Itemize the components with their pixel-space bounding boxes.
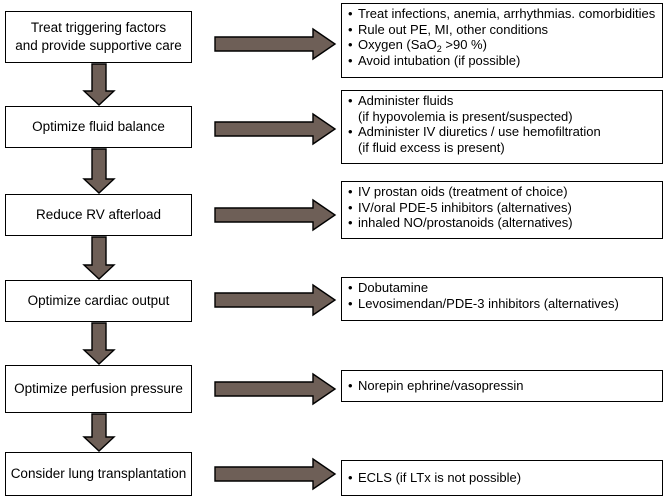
detail-box-6: ECLS (if LTx is not possible) [341,460,663,496]
subscript-text: 2 [436,44,442,54]
step-label-2: Optimize fluid balance [32,119,165,134]
step-box-4: Optimize cardiac output [5,280,192,322]
arrow-right-icon [214,457,337,491]
step-box-1: Treat triggering factors and provide sup… [5,11,192,63]
arrow-right-icon [214,27,337,61]
detail-item-5-1: Norepin ephrine/vasopressin [348,378,656,394]
detail-box-4: Dobutamine Levosimendan/PDE-3 inhibitors… [341,277,663,321]
detail-item-2-2: Administer IV diuretics / use hemofiltra… [348,124,656,155]
detail-item-1-3: Oxygen (SaO2 >90 %) [348,37,656,54]
detail-item-1-2: Rule out PE, MI, other conditions [348,22,656,38]
detail-item-4-2: Levosimendan/PDE-3 inhibitors (alternati… [348,296,656,312]
arrow-down-icon [82,322,116,365]
detail-item-3-1: IV prostan oids (treatment of choice) [348,184,656,200]
detail-item-1-4: Avoid intubation (if possible) [348,53,656,69]
arrow-right-icon [214,283,337,317]
step-box-2: Optimize fluid balance [5,106,192,148]
detail-item-2-1: Administer fluids (if hypovolemia is pre… [348,93,656,124]
step-box-3: Reduce RV afterload [5,194,192,236]
detail-box-1: Treat infections, anemia, arrhythmias. c… [341,3,663,78]
detail-item-3-3: inhaled NO/prostanoids (alternatives) [348,215,656,231]
arrow-down-icon [82,63,116,106]
arrow-right-icon [214,112,337,146]
arrow-down-icon [82,148,116,194]
detail-item-4-1: Dobutamine [348,280,656,296]
detail-item-3-2: IV/oral PDE-5 inhibitors (alternatives) [348,200,656,216]
arrow-down-icon [82,236,116,280]
arrow-right-icon [214,372,337,406]
detail-box-3: IV prostan oids (treatment of choice) IV… [341,181,663,239]
detail-box-2: Administer fluids (if hypovolemia is pre… [341,90,663,164]
step-label-1: Treat triggering factors and provide sup… [15,20,182,53]
detail-item-6-1: ECLS (if LTx is not possible) [348,470,656,486]
step-box-5: Optimize perfusion pressure [5,365,192,413]
arrow-down-icon [82,413,116,452]
step-box-6: Consider lung transplantation [5,452,192,496]
step-label-5: Optimize perfusion pressure [14,381,183,396]
step-label-4: Optimize cardiac output [27,293,170,308]
arrow-right-icon [214,198,337,232]
detail-item-1-1: Treat infections, anemia, arrhythmias. c… [348,6,656,22]
step-label-3: Reduce RV afterload [35,207,162,222]
detail-box-5: Norepin ephrine/vasopressin [341,370,663,402]
step-label-6: Consider lung transplantation [10,466,187,481]
